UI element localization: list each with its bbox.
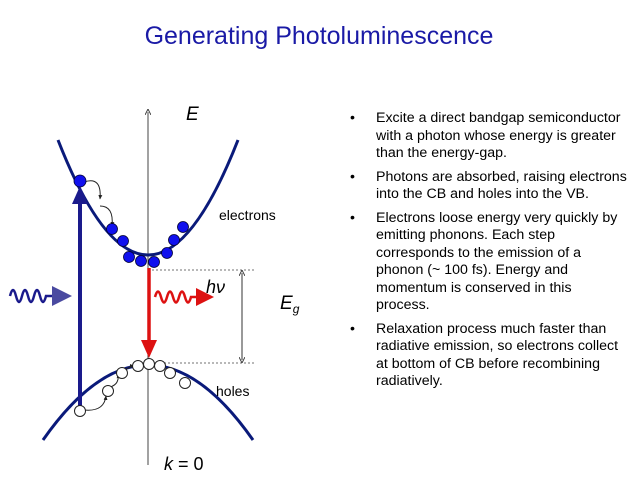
k-value: = 0 (173, 454, 204, 474)
bullet-item: • Excite a direct bandgap semiconductor w… (346, 110, 628, 163)
photon-energy-label: hν (206, 277, 226, 297)
energy-gap-symbol: E (280, 293, 293, 314)
electron (161, 247, 173, 259)
incoming-photon-arrowhead (52, 286, 72, 306)
emitted-photon-arrowhead (196, 288, 214, 306)
hole (154, 360, 166, 372)
electrons-group (73, 174, 189, 268)
bullet-item: • Electrons loose energy very quickly by … (346, 210, 628, 315)
hole (74, 405, 86, 417)
hole (102, 385, 114, 397)
k-variable: k (164, 454, 173, 474)
bullet-marker: • (350, 209, 355, 226)
hole (143, 358, 155, 370)
phonon-step-arrow (83, 180, 103, 200)
electron (168, 234, 180, 246)
energy-axis-label: E (186, 104, 199, 125)
valence-band-label: holes (216, 383, 250, 399)
hole (132, 360, 144, 372)
electron (123, 251, 135, 263)
electron (106, 223, 118, 235)
bullet-text: Excite a direct bandgap semiconductor wi… (376, 110, 621, 161)
hole (179, 377, 191, 389)
holes-group (74, 358, 191, 417)
energy-gap-subscript: g (292, 302, 300, 316)
absorption-arrowhead (72, 186, 88, 204)
hole (164, 367, 176, 379)
emission-arrowhead (141, 340, 157, 358)
bullet-item: • Relaxation process much faster than rad… (346, 321, 628, 391)
emitted-photon-wave (153, 290, 198, 304)
hole (116, 367, 128, 379)
bullet-marker: • (350, 110, 355, 126)
electron (117, 235, 129, 247)
slide-title: Generating Photoluminescence (144, 22, 494, 50)
incoming-photon-wave (8, 288, 54, 304)
electron (148, 256, 160, 268)
hole-step-arrow (83, 395, 108, 411)
bullet-list: • Excite a direct bandgap semiconductor w… (346, 110, 628, 397)
bullet-marker: • (350, 320, 355, 337)
electron (73, 174, 87, 188)
phonon-step-arrow (99, 205, 115, 227)
electron (177, 221, 189, 233)
k-zero-label: k = 0 (164, 454, 204, 475)
conduction-band-label: electrons (219, 207, 276, 223)
energy-gap-label: Eg (280, 293, 299, 316)
bullet-text: Photons are absorbed, raising electrons … (376, 168, 627, 203)
bullet-text: Electrons loose energy very quickly by e… (376, 209, 618, 314)
bullet-marker: • (350, 168, 355, 185)
bullet-text: Relaxation process much faster than radi… (376, 320, 619, 390)
electron (135, 255, 147, 267)
bullet-item: • Photons are absorbed, raising electrons… (346, 169, 628, 204)
